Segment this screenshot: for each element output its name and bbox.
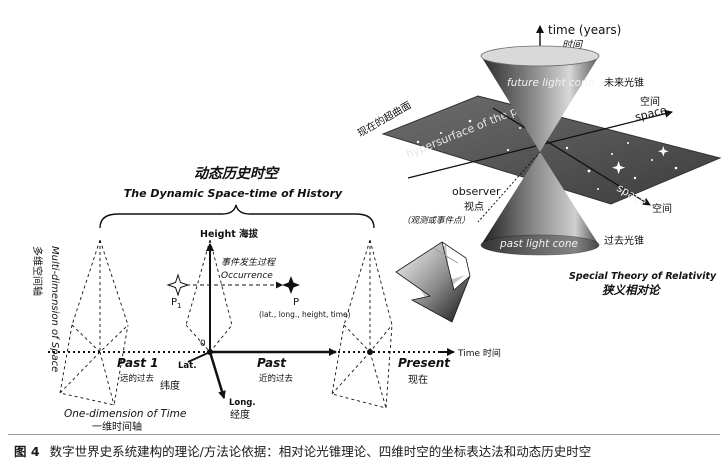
p1-event-icon	[166, 273, 190, 297]
past1-label-cn: 远的过去	[120, 373, 155, 384]
occurrence-label-en: Occurrence	[221, 271, 273, 281]
observer-dotted-line	[477, 151, 541, 223]
p-event-icon	[282, 276, 300, 294]
space-right-label: space	[634, 103, 669, 123]
height-axis-label: Height 海拔	[200, 228, 259, 240]
p1-label: P1	[171, 297, 182, 310]
past-label: Past	[257, 356, 287, 370]
theory-label: Special Theory of Relativity	[569, 271, 717, 282]
dynamic-time-axis-label: Time 时间	[457, 347, 501, 359]
transition-arrow-body	[395, 241, 471, 323]
future-light-cone	[481, 56, 599, 152]
transition-arrow	[395, 241, 471, 323]
p-coordinates: (lat., long., height, time)	[259, 310, 351, 319]
theory-label-cn: 狭义相对论	[602, 283, 662, 297]
hypersurface-sparkles	[456, 146, 669, 178]
observer-label: observer	[452, 185, 501, 198]
long-axis-line	[208, 351, 226, 399]
observer-label-cn: 视点	[464, 200, 484, 213]
relativity-diagram: time (years) 时间 hypersurface of the pres…	[355, 23, 722, 297]
caption-text-block: 图 4 数字世界史系统建构的理论/方法论依据：相对论光锥理论、四维时空的坐标表达法…	[14, 441, 591, 460]
space-right-label-cn: 空间	[640, 95, 660, 108]
future-cone-label-cn: 未来光锥	[604, 76, 644, 89]
lat-axis-line	[187, 351, 211, 363]
present-dot	[367, 349, 373, 355]
dynamic-spacetime-diagram: 动态历史时空 The Dynamic Space-time of History…	[31, 165, 501, 433]
one-dimension-label-cn: 一维时间轴	[92, 420, 142, 433]
multi-dimension-label-cn: 多维空间轴	[31, 246, 44, 296]
past-cone-label-cn: 过去光锥	[604, 234, 644, 247]
past1-label: Past 1	[117, 356, 159, 370]
future-cone-label: future light cone	[507, 77, 594, 89]
figure-number: 图 4	[14, 444, 40, 459]
figure-caption: 图 4 数字世界史系统建构的理论/方法论依据：相对论光锥理论、四维时空的坐标表达法…	[0, 434, 728, 464]
present-label-cn: 现在	[408, 374, 428, 386]
long-label: Long.	[229, 398, 256, 408]
present-label: Present	[398, 356, 451, 370]
dynamic-title-en: The Dynamic Space-time of History	[124, 187, 343, 200]
caption-rule	[8, 434, 720, 435]
lat-label: Lat.	[178, 361, 196, 371]
long-label-cn: 经度	[230, 408, 250, 421]
dynamic-title-cn: 动态历史时空	[194, 165, 280, 182]
space-axis-front-line	[492, 107, 651, 206]
hypersurface-stars	[416, 119, 678, 190]
p-label: P	[293, 297, 299, 308]
past-label-cn: 近的过去	[259, 373, 294, 384]
space-front-label-cn: 空间	[652, 202, 672, 215]
occurrence-label-cn: 事件发生过程	[221, 257, 276, 268]
one-dimension-label: One-dimension of Time	[64, 408, 186, 420]
future-cone-top	[480, 45, 600, 67]
past-light-cone	[481, 152, 599, 255]
time-axis-label: time (years)	[548, 23, 621, 37]
dynamic-brace	[99, 204, 375, 229]
origin-label: 0	[200, 339, 206, 349]
lat-label-cn: 纬度	[160, 379, 180, 392]
caption-text: 数字世界史系统建构的理论/方法论依据：相对论光锥理论、四维时空的坐标表达法和动态…	[49, 444, 592, 459]
multi-dimension-label: Multi-dimension of Space	[49, 246, 60, 372]
past-cone-base	[480, 234, 600, 256]
observer-note-cn: （观测或事件点）	[402, 215, 470, 226]
past-cone-label: past light cone	[499, 238, 578, 250]
